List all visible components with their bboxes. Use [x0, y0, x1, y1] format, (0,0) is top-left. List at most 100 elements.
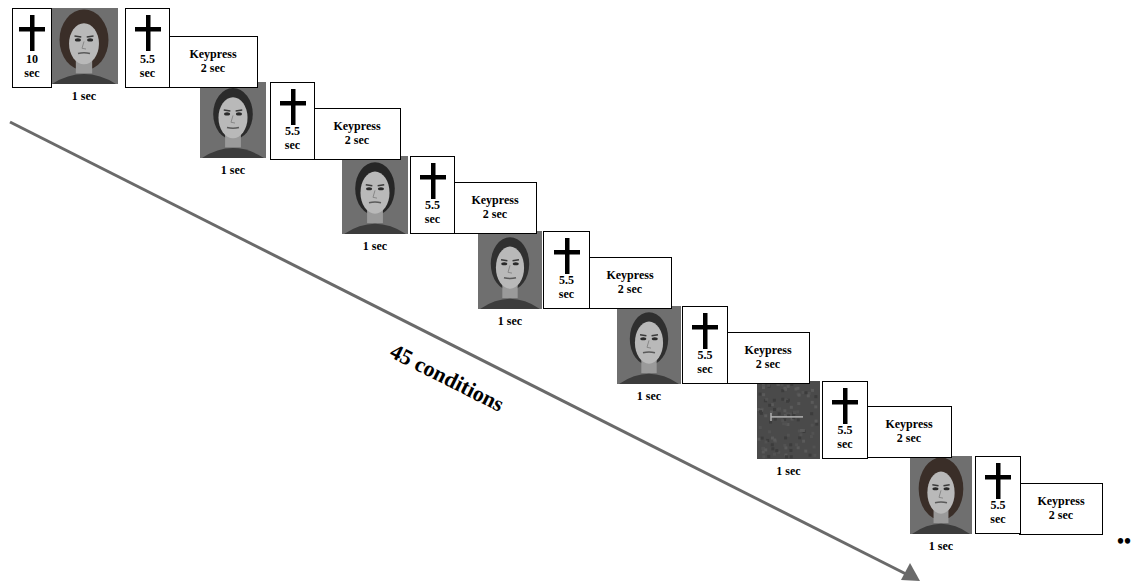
noise — [771, 436, 774, 439]
noise — [762, 455, 765, 458]
noise — [773, 399, 776, 402]
noise — [768, 430, 771, 433]
nose — [82, 41, 86, 49]
face-photo — [617, 306, 681, 384]
photo-ground — [342, 156, 408, 234]
face — [496, 247, 524, 289]
noise — [787, 385, 790, 388]
noise — [769, 421, 772, 424]
noise — [811, 401, 814, 404]
photo-ground — [910, 456, 972, 534]
noise — [762, 447, 765, 450]
duration-text: 5.5 sec — [556, 274, 578, 302]
keypress-box: Keypress 2 sec — [453, 182, 537, 234]
arrow-cue — [770, 413, 772, 421]
timeline-arrowhead — [901, 563, 920, 581]
mouth — [78, 52, 90, 54]
noise — [781, 419, 784, 422]
cross-bar — [985, 475, 1011, 480]
duration-label: 1 sec — [363, 239, 387, 254]
noise — [773, 408, 776, 411]
noise — [785, 455, 788, 458]
response-text: Keypress 2 sec — [881, 418, 937, 446]
noise — [809, 454, 812, 457]
fixation-cross — [420, 163, 446, 199]
hair — [919, 458, 964, 520]
noise — [764, 414, 767, 417]
noise — [765, 440, 768, 443]
noise — [789, 443, 792, 446]
cross-bar — [832, 400, 858, 405]
face — [635, 322, 663, 364]
shoulders — [52, 74, 116, 84]
nose — [231, 115, 235, 123]
cross-bar — [692, 325, 718, 330]
duration-text: 5.5 sec — [694, 349, 716, 377]
cross-bar — [135, 27, 161, 32]
noise — [771, 447, 774, 450]
noise — [796, 410, 799, 413]
cross-bar — [996, 463, 1001, 499]
cross-bar — [291, 89, 296, 125]
noise — [758, 438, 761, 441]
noise — [783, 387, 786, 390]
brow — [87, 35, 94, 37]
cross-bar — [146, 15, 151, 51]
eye — [640, 337, 646, 340]
keypress-box: Keypress 2 sec — [866, 406, 952, 458]
shoulders — [619, 374, 679, 384]
noise — [768, 404, 771, 407]
duration-text: 10 sec — [21, 53, 43, 81]
eye — [501, 262, 507, 265]
noise — [814, 395, 817, 398]
noise — [797, 446, 800, 449]
noise — [813, 454, 816, 457]
noise — [759, 426, 762, 429]
fixation-cross — [832, 388, 858, 424]
noise — [765, 398, 768, 401]
noise — [797, 418, 800, 421]
cross-bar — [431, 163, 436, 199]
fixation-box: 5.5 sec — [975, 456, 1021, 534]
noise — [773, 453, 776, 456]
shoulders — [912, 524, 970, 534]
brow — [378, 184, 385, 186]
noise — [789, 449, 792, 452]
noise — [759, 410, 762, 413]
noise — [790, 455, 793, 458]
keypress-box: Keypress 2 sec — [313, 108, 401, 160]
keypress-box: Keypress 2 sec — [726, 332, 810, 384]
nose — [373, 190, 377, 198]
response-text: Keypress 2 sec — [329, 120, 385, 148]
noise — [784, 436, 787, 439]
noise — [811, 424, 814, 427]
noise — [811, 389, 814, 392]
noise — [784, 446, 787, 449]
cross-bar — [280, 101, 306, 106]
brow — [932, 484, 938, 486]
face — [927, 472, 954, 514]
fixation-cross — [692, 313, 718, 349]
noise — [771, 403, 774, 406]
response-text: Keypress 2 sec — [602, 269, 658, 297]
nose — [939, 490, 943, 498]
face-photo — [910, 456, 972, 534]
eye — [513, 262, 519, 265]
noise — [771, 443, 774, 446]
brow — [366, 184, 373, 186]
brow — [943, 484, 949, 486]
noise — [795, 443, 798, 446]
duration-text: 5.5 sec — [987, 499, 1009, 527]
brow — [501, 259, 507, 261]
noise — [800, 429, 803, 432]
eye — [236, 112, 242, 115]
fixation-box: 5.5 sec — [270, 82, 315, 160]
duration-label: 1 sec — [929, 539, 953, 554]
duration-label: 1 sec — [637, 389, 661, 404]
noise — [802, 440, 805, 443]
cross-bar — [420, 175, 446, 180]
eye — [366, 187, 372, 190]
noise — [798, 436, 801, 439]
hair — [60, 10, 109, 71]
